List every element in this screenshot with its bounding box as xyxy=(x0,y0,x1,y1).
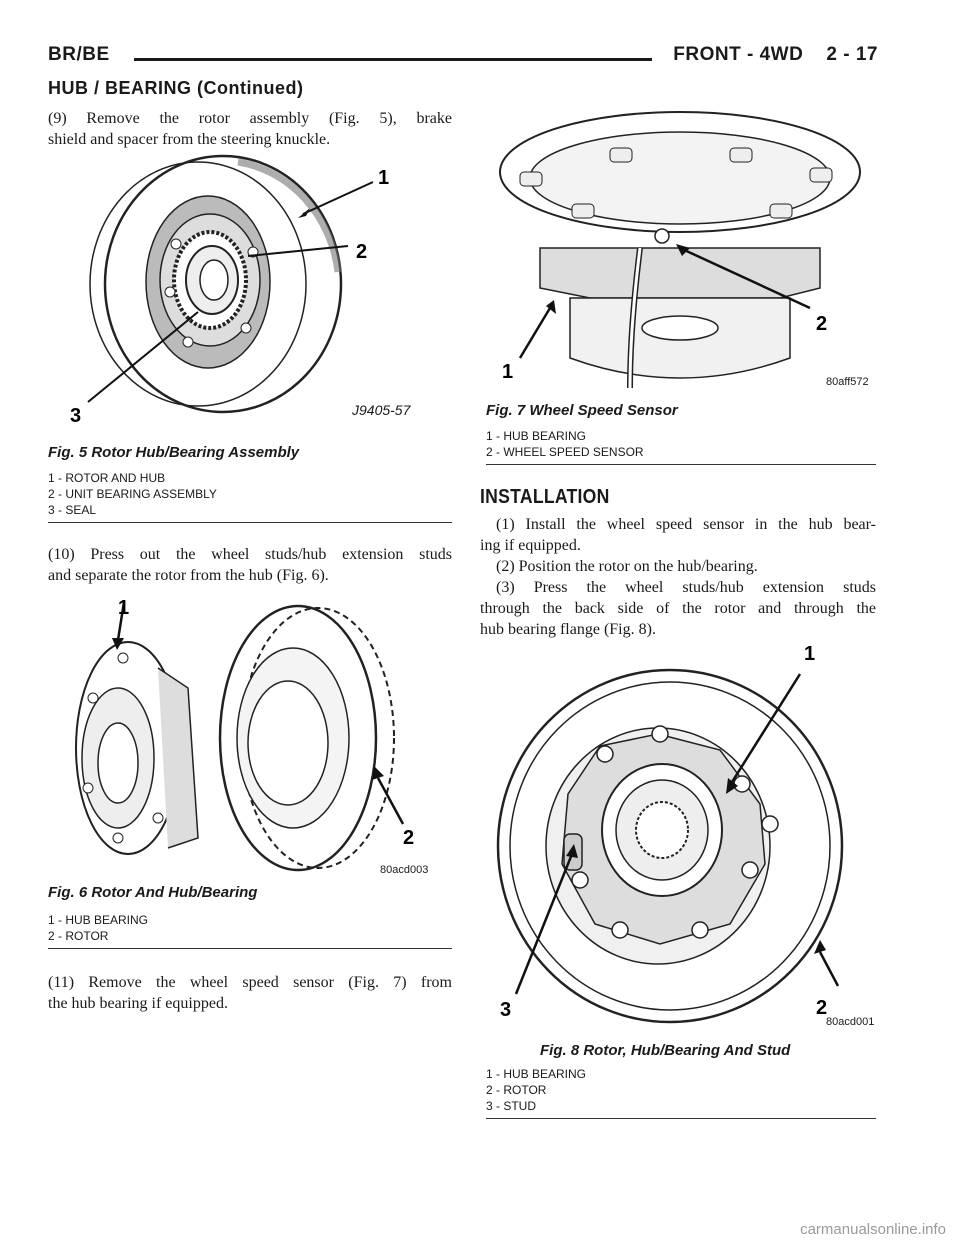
figure-8-title: Fig. 8 Rotor, Hub/Bearing And Stud xyxy=(540,1042,791,1059)
figure-5-illustration: 1 2 3 xyxy=(48,152,452,432)
text-line: (2) Position the rotor on the hub/bearin… xyxy=(496,558,758,575)
header-rule xyxy=(134,58,652,61)
step-10-paragraph: (10) Press out the wheel studs/hub exten… xyxy=(48,544,452,586)
legend-item: 1 - HUB BEARING xyxy=(48,913,149,927)
figure-8-legend: 1 - HUB BEARING 2 - ROTOR 3 - STUD xyxy=(486,1066,586,1114)
legend-item: 3 - STUD xyxy=(486,1099,537,1113)
text-line: (11) Remove the wheel speed sensor (Fig.… xyxy=(48,974,452,991)
text-line: (10) Press out the wheel studs/hub exten… xyxy=(48,546,452,563)
legend-item: 1 - HUB BEARING xyxy=(486,429,587,443)
rotor-hub-bearing-drawing: 1 2 3 xyxy=(70,154,389,427)
text-line: hub bearing flange (Fig. 8). xyxy=(480,621,656,638)
callout-2: 2 xyxy=(816,313,827,335)
figure-7-title: Fig. 7 Wheel Speed Sensor xyxy=(486,402,678,419)
legend-item: 2 - WHEEL SPEED SENSOR xyxy=(486,445,644,459)
rotor-hub-bearing-stud-drawing: 1 2 3 xyxy=(496,643,844,1024)
figure-8-rule xyxy=(486,1118,876,1119)
text-line: (9) Remove the rotor assembly (Fig. 5), … xyxy=(48,110,452,127)
figure-6-title: Fig. 6 Rotor And Hub/Bearing xyxy=(48,884,258,901)
callout-2: 2 xyxy=(356,241,367,263)
section-title-installation: INSTALLATION xyxy=(480,486,610,508)
callout-3: 3 xyxy=(500,999,511,1021)
figure-5-rule xyxy=(48,522,452,523)
rotor-and-hub-drawing: 1 2 xyxy=(75,597,414,872)
header-section-code: BR/BE xyxy=(48,44,110,65)
figure-5-legend: 1 - ROTOR AND HUB 2 - UNIT BEARING ASSEM… xyxy=(48,470,217,518)
wheel-speed-sensor-drawing: 1 2 xyxy=(499,111,861,389)
figure-7-rule xyxy=(486,464,876,465)
callout-1: 1 xyxy=(118,597,129,619)
figure-6-code: 80acd003 xyxy=(380,864,429,876)
subheading: HUB / BEARING (Continued) xyxy=(48,78,304,98)
figure-7-legend: 1 - HUB BEARING 2 - WHEEL SPEED SENSOR xyxy=(486,428,644,460)
callout-3: 3 xyxy=(70,405,81,427)
installation-steps: (1) Install the wheel speed sensor in th… xyxy=(480,514,876,640)
figure-5-code: J9405-57 xyxy=(352,402,411,418)
figure-5-title: Fig. 5 Rotor Hub/Bearing Assembly xyxy=(48,444,300,461)
figure-6-illustration: 1 2 xyxy=(48,588,452,880)
callout-1: 1 xyxy=(804,643,815,665)
step-9-paragraph: (9) Remove the rotor assembly (Fig. 5), … xyxy=(48,108,452,150)
watermark: carmanualsonline.info xyxy=(800,1221,946,1238)
legend-item: 1 - ROTOR AND HUB xyxy=(48,471,166,485)
text-line: (3) Press the wheel studs/hub extension … xyxy=(496,579,876,596)
text-line: and separate the rotor from the hub (Fig… xyxy=(48,567,329,584)
legend-item: 1 - HUB BEARING xyxy=(486,1067,587,1081)
callout-2: 2 xyxy=(403,827,414,849)
callout-1: 1 xyxy=(378,167,389,189)
figure-8-illustration: 1 2 3 xyxy=(480,634,876,1032)
page-header: BR/BE FRONT - 4WD 2 - 17 xyxy=(48,44,878,74)
step-11-paragraph: (11) Remove the wheel speed sensor (Fig.… xyxy=(48,972,452,1014)
legend-item: 2 - ROTOR xyxy=(486,1083,547,1097)
callout-2: 2 xyxy=(816,997,827,1019)
legend-item: 2 - UNIT BEARING ASSEMBLY xyxy=(48,487,217,501)
text-line: shield and spacer from the steering knuc… xyxy=(48,131,331,148)
callout-1: 1 xyxy=(502,361,513,383)
legend-item: 3 - SEAL xyxy=(48,503,97,517)
text-line: through the back side of the rotor and t… xyxy=(480,600,876,617)
text-line: ing if equipped. xyxy=(480,537,581,554)
figure-6-legend: 1 - HUB BEARING 2 - ROTOR xyxy=(48,912,148,944)
legend-item: 2 - ROTOR xyxy=(48,929,109,943)
figure-6-rule xyxy=(48,948,452,949)
text-line: (1) Install the wheel speed sensor in th… xyxy=(496,516,876,533)
figure-7-illustration: 1 2 xyxy=(480,108,876,394)
text-line: the hub bearing if equipped. xyxy=(48,995,228,1012)
figure-7-code: 80aff572 xyxy=(826,376,869,388)
figure-8-code: 80acd001 xyxy=(826,1016,875,1028)
header-page-ref: FRONT - 4WD 2 - 17 xyxy=(673,44,878,65)
